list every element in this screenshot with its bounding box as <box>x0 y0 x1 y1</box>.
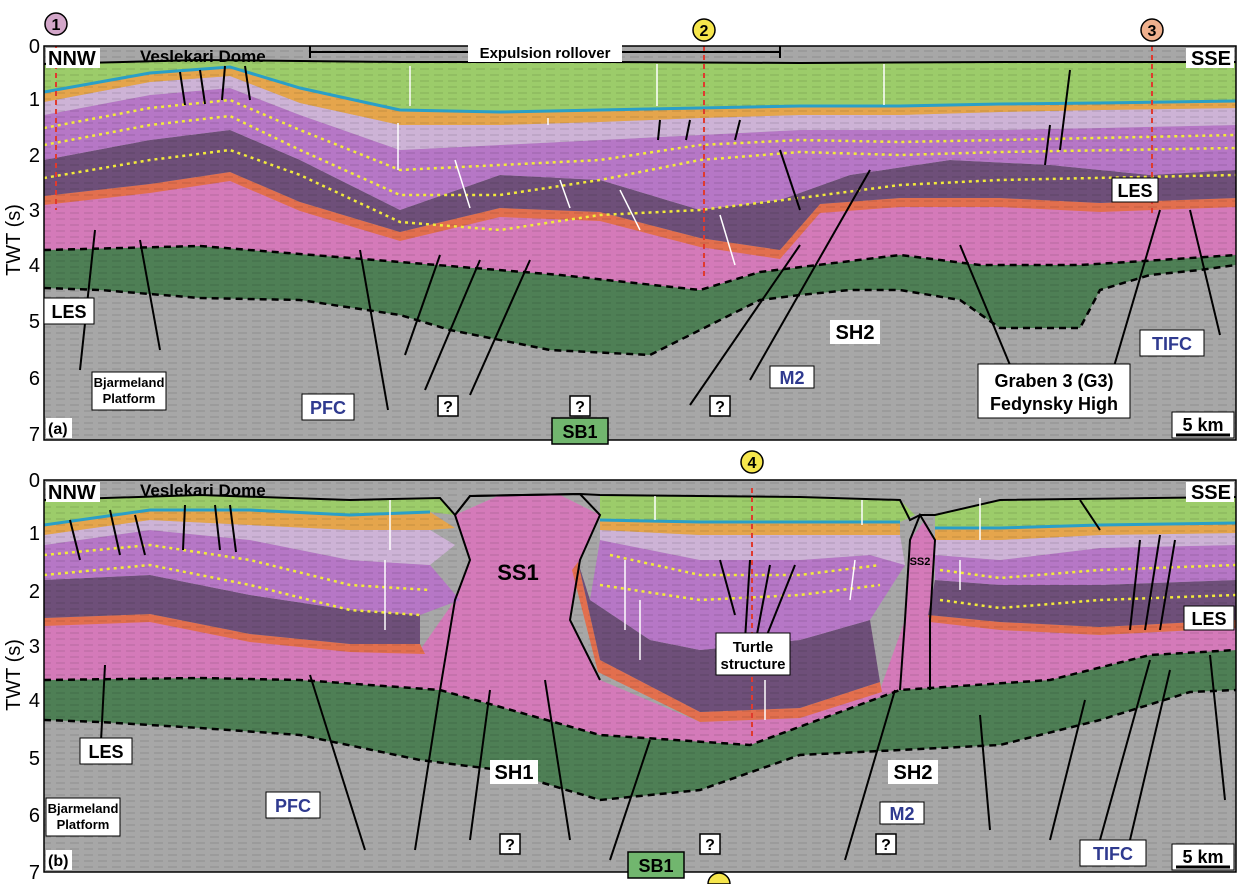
measurement-ticks <box>384 496 981 720</box>
svg-text:2: 2 <box>700 23 709 40</box>
sb1-label: SB1 <box>562 422 597 442</box>
pfc-label: PFC <box>275 796 311 816</box>
platform-label: Platform <box>103 391 156 406</box>
graben-label: Graben 3 (G3) <box>994 371 1113 391</box>
tick-label: 6 <box>29 368 40 390</box>
tifc-label: TIFC <box>1093 844 1133 864</box>
question-mark: ? <box>715 399 725 416</box>
top-surface <box>44 492 1236 522</box>
marker-4: 4 <box>740 450 764 474</box>
blue-horizon <box>44 508 1236 530</box>
y-axis-ticks: 0 1 2 3 4 5 6 7 <box>29 36 40 446</box>
tick-label: 7 <box>29 862 40 884</box>
scale-bar-label: 5 km <box>1182 847 1223 867</box>
ss2-label: SS2 <box>910 556 931 568</box>
tick-label: 1 <box>29 89 40 111</box>
question-mark: ? <box>505 837 515 854</box>
tifc-label: TIFC <box>1152 334 1192 354</box>
tick-label: 4 <box>29 255 40 277</box>
panel-b-id: (b) <box>48 853 68 870</box>
tick-label: 3 <box>29 636 40 658</box>
panel-a-id: (a) <box>48 421 68 438</box>
axis-label: TWT (s) <box>3 204 25 276</box>
fault-lines <box>69 499 1226 861</box>
veslekari-dome-label: Veslekari Dome <box>140 481 266 500</box>
m2-label: M2 <box>889 804 914 824</box>
marker-2: 2 <box>692 18 716 42</box>
tick-label: 5 <box>29 311 40 333</box>
turtle-label: Turtle <box>733 639 774 656</box>
ss1-outline <box>439 492 602 691</box>
yellow-dotted-horizons <box>44 98 1236 232</box>
marker-partial <box>707 872 731 884</box>
measurement-ticks <box>397 64 885 266</box>
sh2-label: SH2 <box>894 762 933 784</box>
question-mark: ? <box>881 837 891 854</box>
base-salt-boundary <box>44 244 1236 292</box>
fedynsky-high-label: Fedynsky High <box>990 394 1118 414</box>
direction-right-label: SSE <box>1191 482 1231 504</box>
base-salt-boundary <box>44 648 1236 747</box>
scale-bar-label: 5 km <box>1182 415 1223 435</box>
panel-b: TWT (s) 0 1 2 3 4 5 6 7 4 NNW SSE Veslek… <box>3 450 1237 884</box>
tick-label: 7 <box>29 424 40 446</box>
platform-label: Platform <box>57 817 110 832</box>
base-graben-boundary <box>44 688 1236 802</box>
tick-label: 3 <box>29 200 40 222</box>
svg-text:3: 3 <box>1148 23 1157 40</box>
sh1-label: SH1 <box>495 762 534 784</box>
tick-label: 2 <box>29 145 40 167</box>
direction-left-label: NNW <box>48 48 96 70</box>
tick-label: 4 <box>29 690 40 712</box>
tick-label: 0 <box>29 36 40 58</box>
tick-label: 0 <box>29 470 40 492</box>
direction-right-label: SSE <box>1191 48 1231 70</box>
les-label: LES <box>88 742 123 762</box>
question-mark: ? <box>443 399 453 416</box>
tick-label: 5 <box>29 748 40 770</box>
tick-label: 2 <box>29 581 40 603</box>
structure-label: structure <box>720 656 785 673</box>
axis-label: TWT (s) <box>3 639 25 711</box>
les-label: LES <box>1191 609 1226 629</box>
panel-a: TWT (s) 0 1 2 3 4 5 6 7 1 2 3 NNW SSE V <box>3 12 1237 446</box>
marker-1: 1 <box>44 12 68 36</box>
les-label: LES <box>51 302 86 322</box>
veslekari-dome-label: Veslekari Dome <box>140 47 266 66</box>
ss1-label: SS1 <box>497 560 539 585</box>
bjarmeland-label: Bjarmeland <box>48 801 119 816</box>
blue-horizon <box>44 65 1236 114</box>
ss2-outline <box>899 512 937 691</box>
panel-a-frame <box>43 45 1237 441</box>
sb1-label: SB1 <box>638 856 673 876</box>
bjarmeland-label: Bjarmeland <box>94 375 165 390</box>
well-lines <box>55 46 1153 276</box>
question-mark: ? <box>575 399 585 416</box>
tick-label: 1 <box>29 523 40 545</box>
svg-text:1: 1 <box>52 17 61 34</box>
y-axis-ticks: 0 1 2 3 4 5 6 7 <box>29 470 40 884</box>
question-mark: ? <box>705 837 715 854</box>
tick-label: 6 <box>29 805 40 827</box>
svg-text:4: 4 <box>748 455 757 472</box>
expulsion-rollover-label: Expulsion rollover <box>480 45 611 62</box>
marker-3: 3 <box>1140 18 1164 42</box>
direction-left-label: NNW <box>48 482 96 504</box>
m2-label: M2 <box>779 368 804 388</box>
sh2-label: SH2 <box>836 322 875 344</box>
les-label: LES <box>1117 181 1152 201</box>
pfc-label: PFC <box>310 398 346 418</box>
